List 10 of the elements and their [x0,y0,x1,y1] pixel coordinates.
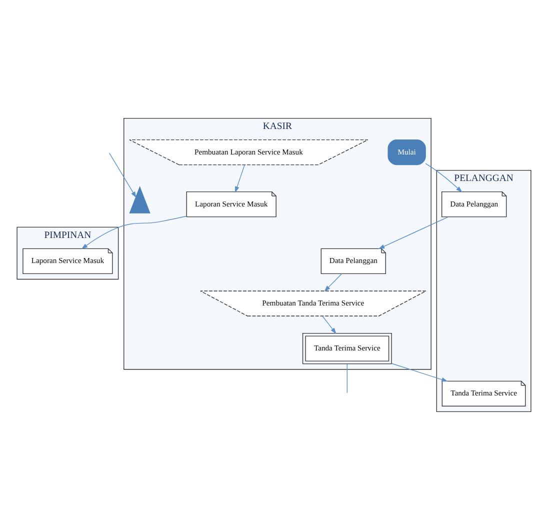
arrow [324,273,342,292]
arrow [108,152,136,198]
node-box: Mulai [388,139,426,166]
arrow [235,164,245,193]
node-box: Tanda Terima Service [302,332,392,364]
arrow [81,216,187,250]
arrow [391,363,448,382]
arrow [322,316,336,334]
connector [346,364,348,394]
arrow [378,216,449,250]
